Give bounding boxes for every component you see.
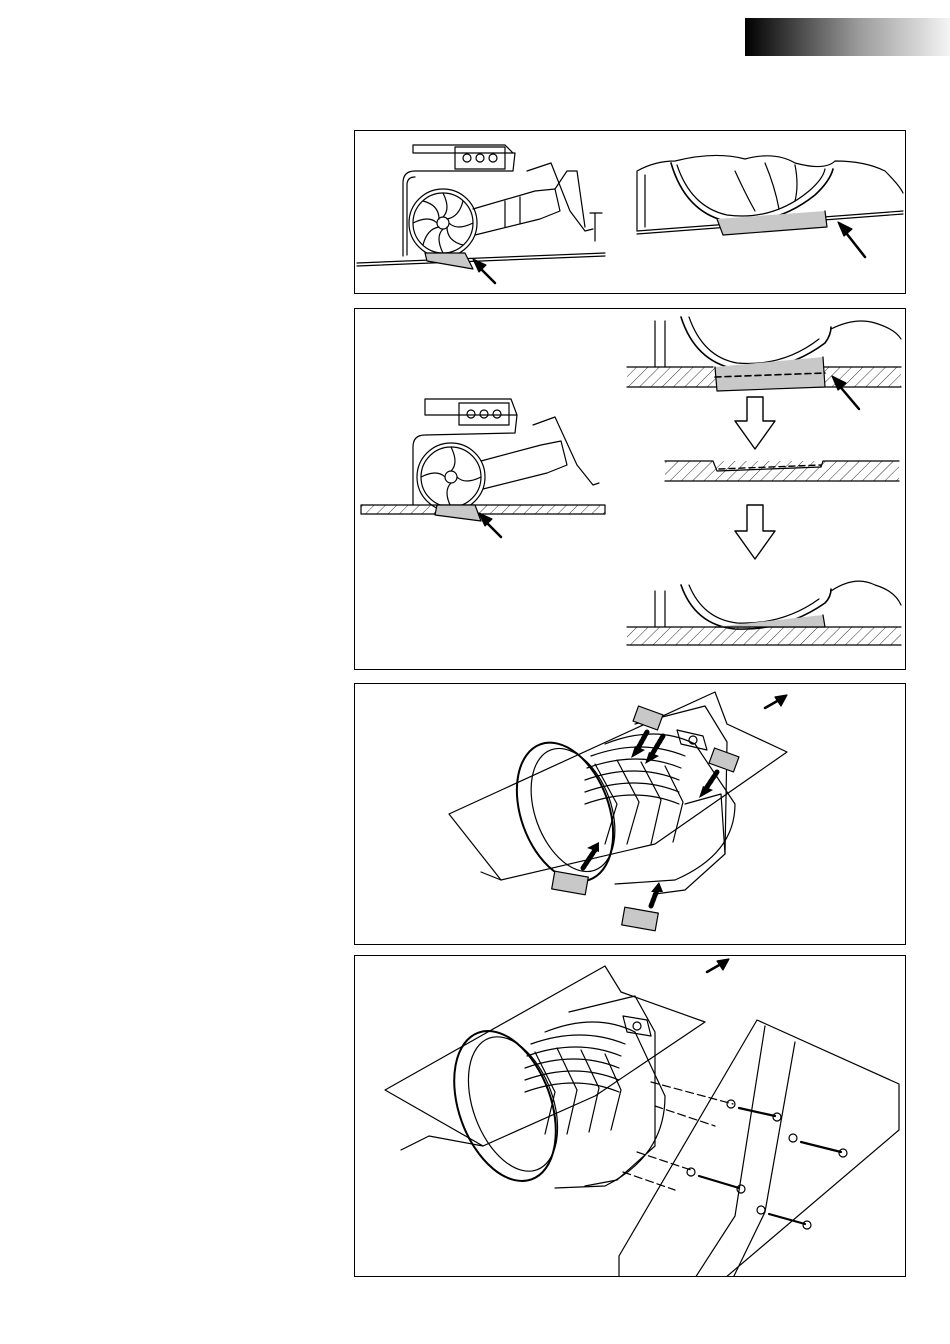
figure-panel-4: [354, 955, 906, 1277]
tunnel-icon: [435, 996, 665, 1195]
tunnel-icon: [499, 706, 735, 895]
arrow-icon: [479, 513, 501, 537]
arrow-icon: [707, 959, 729, 972]
hatched-hull-icon: [665, 461, 899, 481]
tunnel-padding-install-figure: [355, 684, 906, 945]
arrow-icon: [765, 695, 787, 708]
section-header-gradient-bar: [745, 18, 950, 56]
thruster-side-view-figure: [355, 131, 906, 294]
down-arrow-icon: [735, 397, 775, 449]
arrow-icon: [473, 259, 495, 283]
thruster-icon: [361, 399, 605, 521]
figure-panel-1: [354, 130, 906, 294]
hatched-hull-icon: [627, 581, 901, 645]
hatched-hull-icon: [627, 317, 901, 391]
arrow-icon: [838, 222, 865, 257]
thruster-icon: [403, 145, 602, 269]
cover-plate-screw-install-figure: [355, 956, 906, 1277]
cover-plate-icon: [619, 1020, 899, 1277]
down-arrow-icon: [735, 505, 775, 559]
figure-panel-3: [354, 683, 906, 945]
screw-icon: [687, 1100, 847, 1229]
hull-cutout-sequence-figure: [355, 309, 906, 670]
figure-panel-2: [354, 308, 906, 670]
fan-housing-icon: [637, 155, 903, 235]
